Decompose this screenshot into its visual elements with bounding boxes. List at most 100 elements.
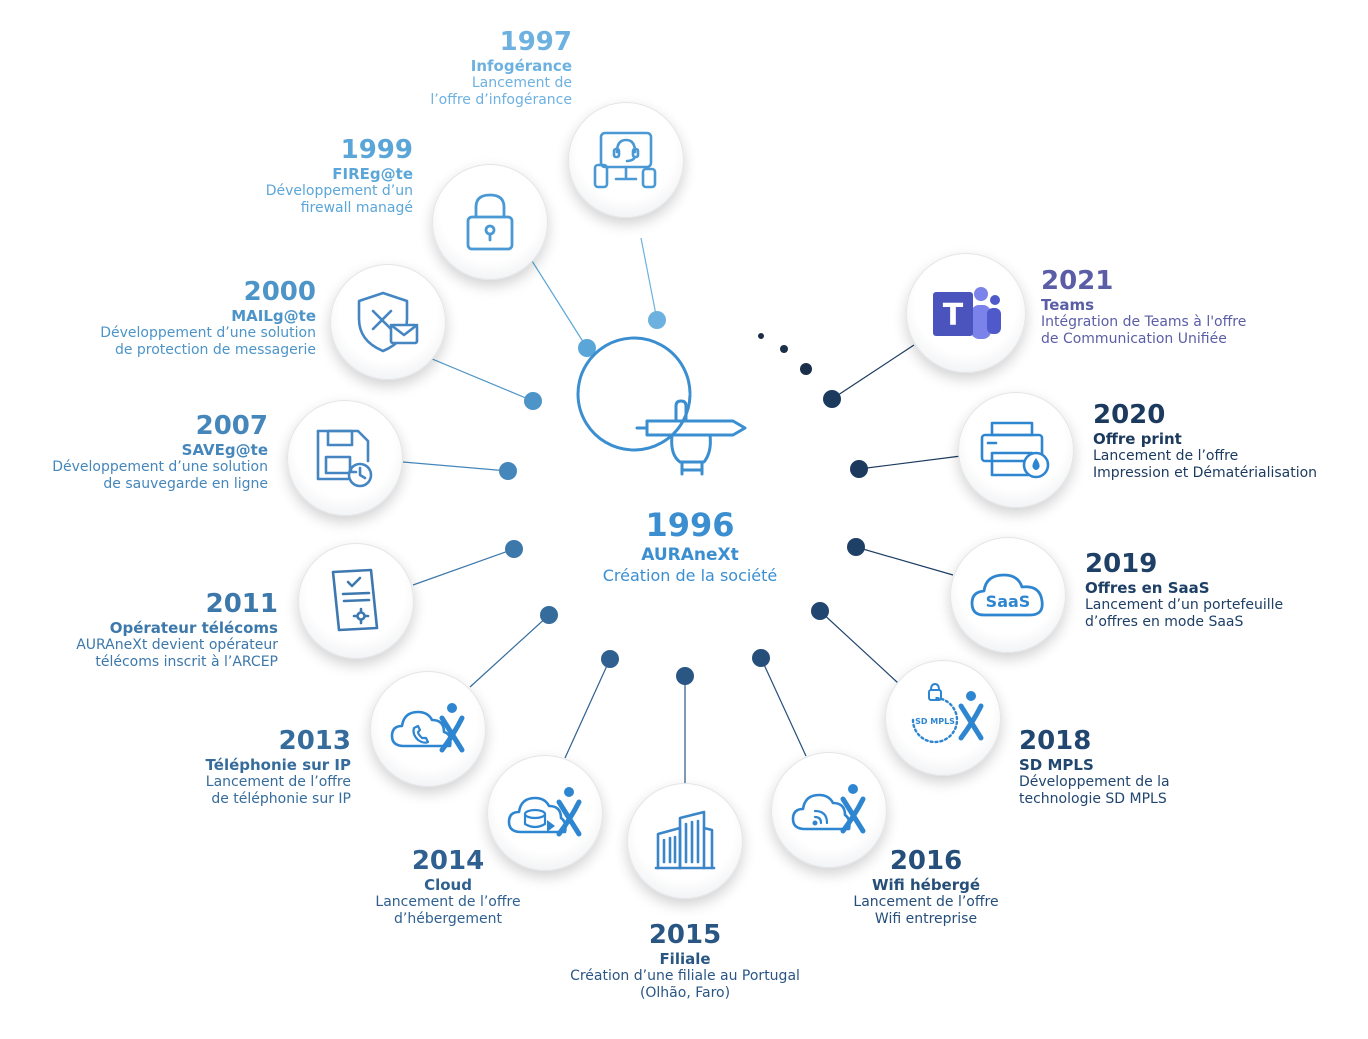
milestone-desc: Intégration de Teams à l'offre <box>1041 313 1247 330</box>
milestone-desc: Impression et Dématérialisation <box>1093 464 1318 481</box>
circle-2021: T <box>906 253 1026 373</box>
saas-icon-label: SaaS <box>986 592 1031 611</box>
milestone-year: 2007 <box>195 411 268 441</box>
mail-shield-icon <box>357 291 419 353</box>
milestone-desc: technologie SD MPLS <box>1019 790 1167 807</box>
connector-2014 <box>564 658 611 759</box>
milestone-desc: Création d’une filiale au Portugal <box>570 967 800 984</box>
circle-2016 <box>771 752 887 868</box>
milestone-desc: télécoms inscrit à l’ARCEP <box>95 653 278 670</box>
milestone-year: 2016 <box>889 846 963 876</box>
milestone-desc: de téléphonie sur IP <box>211 790 351 807</box>
center-name: AURAneXt <box>641 545 739 565</box>
milestone-name: Filiale <box>659 949 711 968</box>
milestone-year: 1997 <box>499 27 572 57</box>
milestone-2007: 2007 SAVEg@te Développement d’une soluti… <box>52 412 268 493</box>
milestone-year: 2000 <box>243 277 316 307</box>
circle-2007 <box>287 400 403 516</box>
center-desc: Création de la société <box>602 566 778 586</box>
dot-2000 <box>524 392 542 410</box>
circle-2020 <box>958 392 1074 508</box>
connector-2011 <box>412 548 515 586</box>
milestone-2014: 2014 Cloud Lancement de l’offre d’héberg… <box>348 847 548 928</box>
milestone-desc: d’offres en mode SaaS <box>1085 613 1244 630</box>
teams-icon-label: T <box>943 298 964 333</box>
connector-2019 <box>855 546 954 576</box>
circle-1997 <box>568 102 684 218</box>
connector-1997 <box>640 237 658 321</box>
circle-2000 <box>330 264 446 380</box>
milestone-name: Wifi hébergé <box>871 875 981 894</box>
hand-pen-icon <box>576 336 747 476</box>
milestone-2021: 2021 Teams Intégration de Teams à l'offr… <box>1041 267 1246 348</box>
helpdesk-icon <box>593 131 657 189</box>
milestone-desc: Lancement de l’offre <box>853 893 999 910</box>
milestone-1999: 1999 FIREg@te Développement d’un firewal… <box>266 136 413 217</box>
circle-2013 <box>370 671 486 787</box>
milestone-year: 2014 <box>411 846 485 876</box>
connector-2007 <box>402 461 509 472</box>
milestone-desc: firewall managé <box>300 199 413 216</box>
milestone-year: 2011 <box>205 589 278 619</box>
milestone-name: Teams <box>1041 295 1095 314</box>
center-year: 1996 <box>645 506 735 544</box>
milestone-desc: de Communication Unifiée <box>1041 330 1227 347</box>
milestone-name: SD MPLS <box>1019 755 1094 774</box>
milestone-year: 2013 <box>278 726 351 756</box>
milestone-2018: 2018 SD MPLS Développement de la technol… <box>1019 727 1170 808</box>
milestone-name: FIREg@te <box>332 164 413 183</box>
milestone-year: 2018 <box>1019 726 1092 756</box>
dot-2013 <box>540 606 558 624</box>
ellipsis-dot <box>780 345 788 353</box>
milestone-2015: 2015 Filiale Création d’une filiale au P… <box>540 921 830 1002</box>
milestone-name: Cloud <box>424 875 472 894</box>
circle-2014 <box>487 755 603 871</box>
dot-2015 <box>676 667 694 685</box>
milestone-name: MAILg@te <box>231 306 316 325</box>
milestone-desc: Lancement de l’offre <box>375 893 521 910</box>
circle-2015 <box>627 783 743 899</box>
connector-2000 <box>424 355 534 402</box>
ellipsis-dot <box>758 333 764 339</box>
milestone-desc: Lancement de l’offre <box>205 773 351 790</box>
milestone-desc: Développement d’une solution <box>52 458 268 475</box>
milestone-year: 2019 <box>1085 549 1158 579</box>
connector-2021 <box>831 344 915 400</box>
center-founding: 1996 AURAneXt Création de la société <box>560 505 820 586</box>
milestone-desc: Lancement d’un portefeuille <box>1085 596 1284 613</box>
lock-icon <box>466 193 514 251</box>
circle-2011 <box>298 543 414 659</box>
milestone-name: Opérateur télécoms <box>109 618 278 637</box>
milestone-2000: 2000 MAILg@te Développement d’une soluti… <box>100 278 316 359</box>
milestone-name: Offres en SaaS <box>1085 578 1210 597</box>
milestone-name: Infogérance <box>470 56 572 75</box>
milestone-desc: AURAneXt devient opérateur <box>76 636 278 653</box>
milestone-desc: (Olhão, Faro) <box>639 984 731 1001</box>
milestone-year: 2021 <box>1041 266 1114 296</box>
milestone-desc: Développement d’un <box>265 182 413 199</box>
connector-2016 <box>760 657 807 757</box>
dot-1999 <box>578 339 596 357</box>
save-icon <box>316 429 373 488</box>
teams-icon: T <box>933 287 1001 339</box>
dot-2014 <box>601 650 619 668</box>
connector-2013 <box>469 614 550 688</box>
ellipsis-dot <box>800 363 812 375</box>
printer-icon <box>980 421 1050 479</box>
milestone-2013: 2013 Téléphonie sur IP Lancement de l’of… <box>206 727 351 808</box>
sd-mpls-icon: SD MPLS <box>911 683 984 744</box>
connector-2018 <box>819 610 899 684</box>
milestone-desc: Développement de la <box>1019 773 1170 790</box>
milestone-1997: 1997 Infogérance Lancement de l’offre d’… <box>430 28 572 109</box>
cloud-phone-icon <box>390 703 465 753</box>
milestone-desc: Lancement de l’offre <box>1093 447 1239 464</box>
sd-mpls-icon-label: SD MPLS <box>915 717 955 726</box>
milestone-desc: Lancement de <box>471 74 572 91</box>
dot-2007 <box>499 462 517 480</box>
circle-2018: SD MPLS <box>885 660 1001 776</box>
building-icon <box>654 810 716 870</box>
milestone-name: Téléphonie sur IP <box>205 755 351 774</box>
milestone-2016: 2016 Wifi hébergé Lancement de l’offre W… <box>826 847 1026 928</box>
